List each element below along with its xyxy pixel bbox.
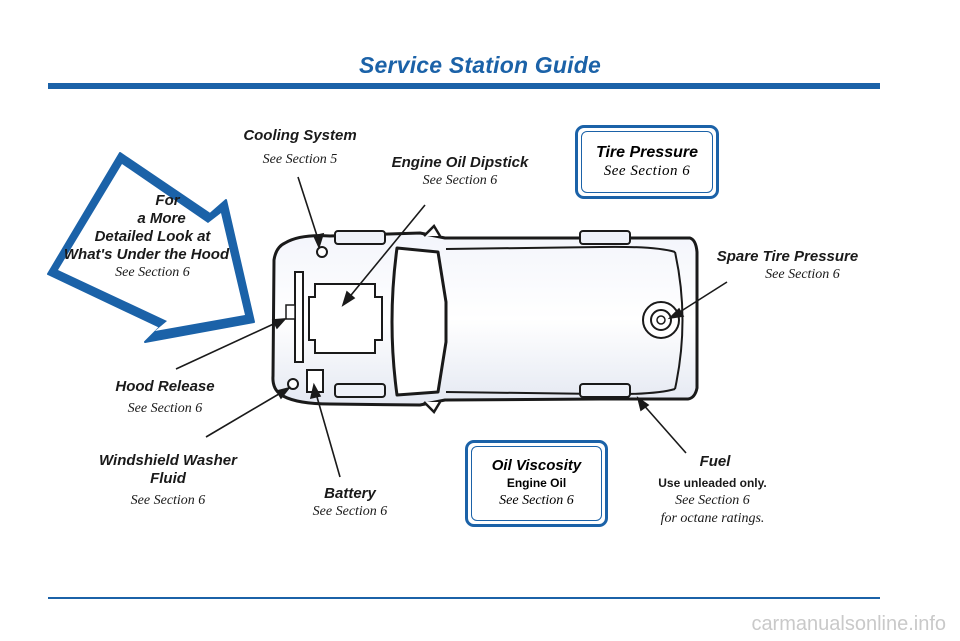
label-engine-oil-dipstick: Engine Oil Dipstick See Section 6 (375, 154, 545, 190)
arrow-line-1: For (155, 192, 180, 209)
fuel-ref: See Section 6 (675, 493, 750, 508)
spare-tire-pressure-ref: See Section 6 (765, 267, 840, 282)
engine-oil-dipstick-heading: Engine Oil Dipstick (391, 154, 529, 171)
arrow-line-4: What's Under the Hood (63, 246, 230, 263)
tire-pressure-box: Tire Pressure See Section 6 (575, 125, 719, 199)
big-arrow-shape (47, 152, 255, 343)
label-cooling-system: Cooling System See Section 5 (230, 127, 370, 169)
label-fuel: Fuel Use unleaded only. See Section 6 fo… (630, 453, 795, 528)
watermark: carmanualsonline.info (751, 613, 946, 635)
windshield-washer-heading-2: Fluid (150, 470, 186, 487)
arrow-callout: For a More Detailed Look at What's Under… (64, 192, 240, 282)
windshield-washer-ref: See Section 6 (130, 493, 206, 508)
car-body (271, 223, 699, 415)
arrow-ref: See Section 6 (115, 265, 190, 280)
tire-pressure-heading: Tire Pressure (596, 144, 698, 161)
battery-ref: See Section 6 (312, 504, 388, 519)
leader-lines (175, 176, 728, 478)
page-title: Service Station Guide (359, 52, 601, 78)
oil-viscosity-box: Oil Viscosity Engine Oil See Section 6 (465, 440, 608, 527)
arrow-line-3: Detailed Look at (94, 228, 211, 245)
cooling-system-heading: Cooling System (243, 127, 357, 144)
oil-viscosity-ref: See Section 6 (499, 493, 574, 508)
hood-release-ref: See Section 6 (127, 401, 203, 416)
fuel-note: Use unleaded only. (658, 476, 767, 490)
windshield-washer-heading-1: Windshield Washer (99, 452, 237, 469)
fuel-ref-2: for octane ratings. (660, 511, 765, 526)
oil-viscosity-heading: Oil Viscosity (491, 457, 582, 474)
hood-release-heading: Hood Release (115, 378, 215, 395)
engine-oil-dipstick-ref: See Section 6 (422, 173, 498, 188)
label-hood-release: Hood Release See Section 6 (95, 378, 235, 418)
oil-viscosity-sub: Engine Oil (506, 476, 567, 490)
label-windshield-washer-fluid: Windshield Washer Fluid See Section 6 (88, 452, 248, 510)
label-battery: Battery See Section 6 (290, 485, 410, 521)
tire-pressure-ref: See Section 6 (603, 163, 691, 179)
bottom-rule (48, 597, 880, 599)
cooling-system-ref: See Section 5 (262, 152, 338, 167)
label-spare-tire-pressure: Spare Tire Pressure See Section 6 (700, 248, 875, 284)
spare-tire-pressure-heading: Spare Tire Pressure (716, 248, 859, 265)
battery-heading: Battery (324, 485, 376, 502)
fuel-heading: Fuel (699, 453, 731, 470)
arrow-line-2: a More (137, 210, 186, 227)
title-rule (48, 83, 880, 89)
